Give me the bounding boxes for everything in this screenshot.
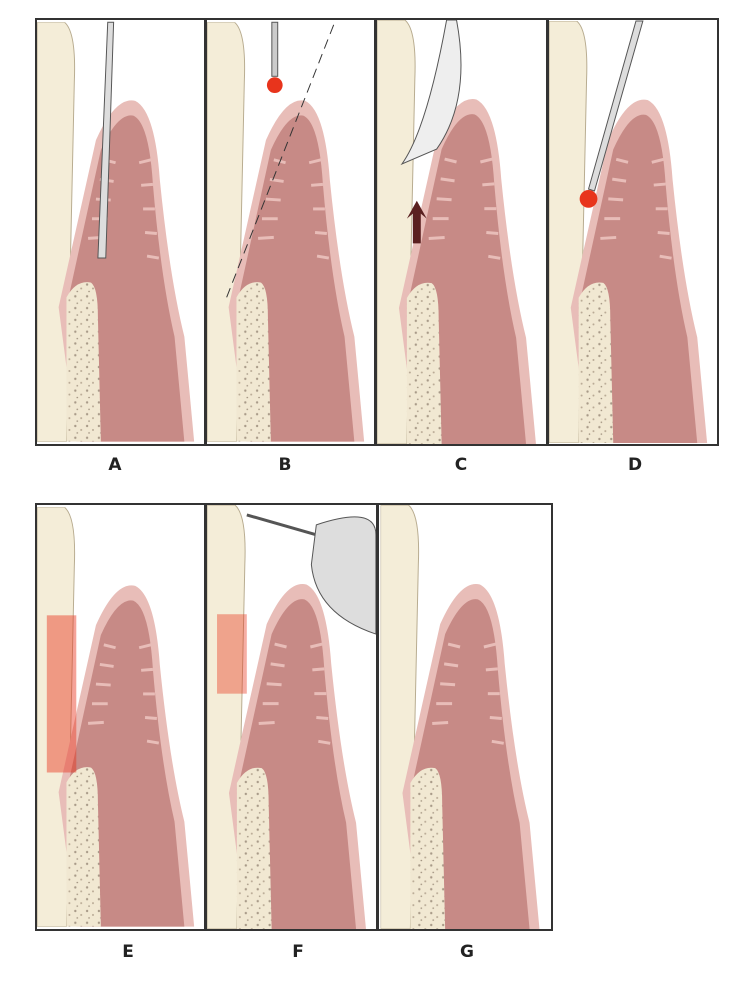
panel-f [205,503,378,931]
diagram-g [379,505,551,929]
label-a: A [108,455,122,475]
incision-line [226,22,336,298]
panel-d [547,18,719,446]
laser-tip-icon [266,77,283,93]
panel-g [377,503,553,931]
diagram-c [377,20,546,444]
label-c: C [454,455,468,475]
lased-zone [46,615,77,773]
panel-c [375,18,548,446]
laser-tip-icon [579,190,598,208]
label-f: F [292,942,304,962]
diagram-d [549,20,717,444]
diagram-a [37,20,204,444]
diagram-f [207,505,376,929]
probe-icon [97,21,115,259]
laser-fiber-icon [271,21,279,77]
arrow-up-icon [406,200,427,244]
panel-a [35,18,206,446]
label-g: G [460,942,474,962]
laser-fiber-icon [587,20,644,192]
panel-e [35,503,206,931]
compression-instrument-icon [310,516,376,635]
elevator-icon [400,20,462,166]
label-b: B [278,455,292,475]
panel-b [205,18,376,446]
diagram-b [207,20,374,444]
label-e: E [122,942,134,962]
diagram-e [37,505,204,929]
label-d: D [627,455,643,475]
lased-zone [217,614,247,694]
